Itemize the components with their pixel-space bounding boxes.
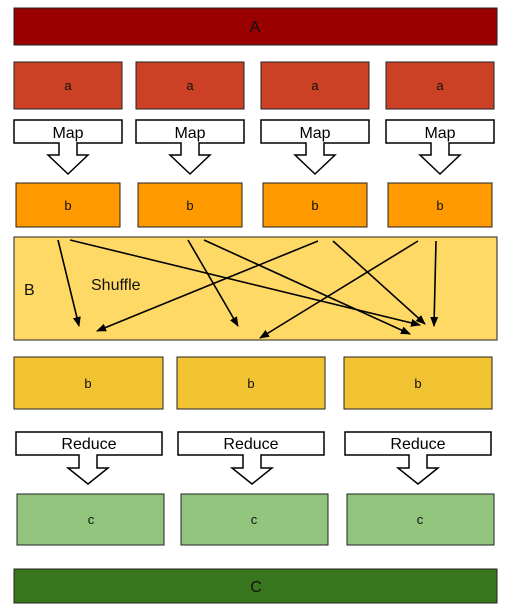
map-arrow: Map	[135, 119, 245, 176]
reduce-label: Reduce	[223, 436, 278, 453]
shuffled-chunk-label: b	[84, 376, 91, 391]
top-block-label: A	[250, 19, 261, 36]
shuffle-arrow	[332, 240, 426, 325]
mapped-chunk: b	[387, 182, 493, 228]
mapped-chunk-label: b	[436, 198, 443, 213]
output-chunk-label: c	[88, 512, 95, 527]
reduce-steps: Reduce Reduce Reduce	[15, 431, 492, 485]
input-chunk: a	[385, 61, 495, 110]
input-chunk-label: a	[311, 78, 319, 93]
shuffle-arrow	[57, 239, 81, 327]
input-chunk-label: a	[64, 78, 72, 93]
output-chunk-label: c	[251, 512, 258, 527]
reduce-arrow: Reduce	[344, 431, 492, 485]
shuffled-chunk-label: b	[247, 376, 254, 391]
mapped-chunk-label: b	[64, 198, 71, 213]
mapped-chunk: b	[262, 182, 368, 228]
shuffle-arrow	[259, 240, 419, 339]
mapped-chunks: b b b b	[15, 182, 493, 228]
mapped-chunk: b	[15, 182, 121, 228]
input-chunks: a a a a	[13, 61, 495, 110]
output-chunk-label: c	[417, 512, 424, 527]
mapped-chunk: b	[137, 182, 243, 228]
bottom-block-label: C	[250, 579, 262, 596]
shuffle-step-label: Shuffle	[91, 277, 141, 294]
reduce-arrow: Reduce	[177, 431, 325, 485]
input-chunk: a	[260, 61, 370, 110]
output-chunk: c	[180, 493, 329, 546]
input-chunk: a	[135, 61, 245, 110]
map-steps: Map Map Map Map	[13, 119, 495, 176]
map-label: Map	[424, 125, 455, 142]
input-chunk-label: a	[436, 78, 444, 93]
shuffled-chunks: b b b	[13, 356, 493, 410]
output-chunk: c	[16, 493, 165, 546]
output-chunk: c	[346, 493, 495, 546]
shuffle-arrow	[96, 240, 319, 332]
map-arrow: Map	[260, 119, 370, 176]
shuffle-arrow	[69, 239, 421, 327]
map-label: Map	[174, 125, 205, 142]
shuffle-block-label: B	[24, 282, 35, 299]
map-label: Map	[52, 125, 83, 142]
reduce-label: Reduce	[61, 436, 116, 453]
map-arrow: Map	[385, 119, 495, 176]
shuffled-chunk: b	[13, 356, 164, 410]
mapped-chunk-label: b	[186, 198, 193, 213]
reduce-label: Reduce	[390, 436, 445, 453]
mapped-chunk-label: b	[311, 198, 318, 213]
map-label: Map	[299, 125, 330, 142]
shuffled-chunk: b	[176, 356, 326, 410]
shuffled-chunk: b	[343, 356, 493, 410]
bottom-block-c: C	[13, 568, 498, 604]
reduce-arrow: Reduce	[15, 431, 163, 485]
input-chunk: a	[13, 61, 123, 110]
output-chunks: c c c	[16, 493, 495, 546]
shuffle-arrow	[430, 240, 439, 327]
map-arrow: Map	[13, 119, 123, 176]
shuffle-arrows	[57, 239, 439, 339]
shuffled-chunk-label: b	[414, 376, 421, 391]
shuffle-arrow	[203, 239, 411, 335]
top-block-a: A	[13, 7, 498, 46]
shuffle-block: B Shuffle	[13, 236, 498, 341]
input-chunk-label: a	[186, 78, 194, 93]
